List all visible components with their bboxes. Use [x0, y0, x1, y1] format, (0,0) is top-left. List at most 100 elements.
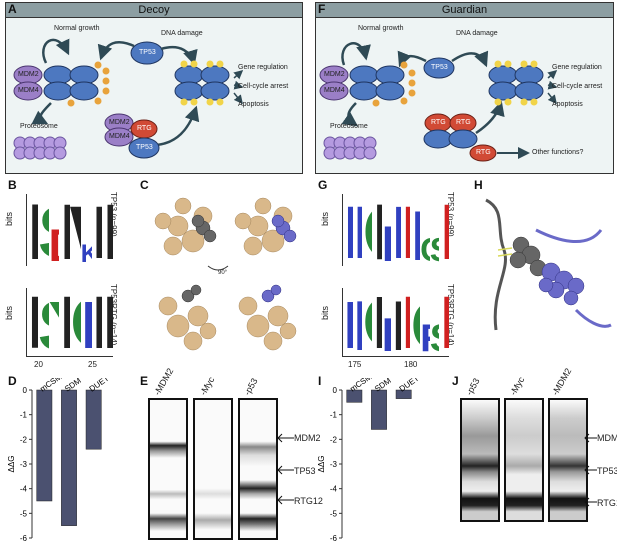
panel-d-letter: D — [8, 374, 17, 388]
logo-letter: C — [362, 198, 372, 266]
y-tick-label: 0 — [333, 386, 338, 395]
label-rtg-1: RTG — [431, 119, 446, 126]
panel-e-letter: E — [140, 374, 149, 388]
panel-f-title: Guardian — [316, 3, 613, 18]
label-mdm4-complex: MDM4 — [109, 133, 130, 140]
g-logo-top: RRCPHHERCSD — [342, 194, 449, 266]
panel-b-letter: B — [8, 178, 17, 192]
e-lane-box-1 — [148, 398, 188, 540]
e-marker-tp53: TP53 — [294, 466, 316, 476]
logo-letter: D — [439, 198, 449, 266]
panel-a-title: Decoy — [6, 3, 302, 18]
label-tp53: TP53 — [139, 49, 156, 56]
logo-letter: L — [59, 198, 70, 266]
panel-f-guardian: Guardian — [315, 2, 614, 174]
label-mdm4-left: MDM4 — [18, 87, 39, 94]
e-marker-arrows — [277, 433, 294, 505]
e-lane-1: -MDM2 — [152, 366, 176, 397]
bar-duet — [85, 389, 102, 450]
logo-letter: C — [420, 237, 430, 266]
logo-letter: R — [410, 205, 420, 266]
label-proteosome: Proteosome — [20, 123, 58, 130]
logo-letter: D — [49, 226, 60, 266]
logo-letter: P — [372, 291, 382, 356]
y-tick-label: -1 — [330, 411, 338, 420]
y-tick-label: -4 — [20, 485, 28, 494]
y-axis-label: ΔΔG — [7, 456, 16, 473]
y-tick-label: -5 — [20, 509, 28, 518]
logo-letter: R — [420, 322, 430, 356]
logo-letter: L — [92, 201, 103, 266]
j-lane-box-2 — [504, 398, 544, 522]
logo-letter: S — [430, 237, 440, 266]
g-ylabel-bottom: bits — [320, 305, 330, 320]
logo-letter: F — [27, 291, 38, 356]
label-cell-cycle-arrest: Cell-cycle arrest — [552, 83, 603, 90]
logo-letter: H — [353, 295, 363, 356]
logo-letter: K — [343, 298, 353, 356]
logo-letter: D — [439, 291, 449, 356]
y-tick-label: -4 — [330, 485, 338, 494]
label-gene-regulation: Gene regulation — [238, 64, 288, 71]
logo-letter: L — [59, 291, 70, 356]
j-lane-box-1 — [460, 398, 500, 522]
logo-letter: L — [102, 291, 113, 356]
logo-letter: L — [391, 295, 401, 356]
y-tick-label: -1 — [20, 411, 28, 420]
panel-b-logos: bits bits TP53 (n=99) TP53RTG (n=14) FSD… — [0, 188, 135, 369]
y-tick-label: -6 — [20, 534, 28, 543]
panel-a-decoy: Decoy — [5, 2, 303, 174]
label-mdm2-complex: MDM2 — [109, 119, 130, 126]
logo-letter: E — [401, 291, 411, 356]
logo-letter: W — [70, 201, 81, 266]
logo-letter: S — [38, 295, 49, 356]
label-tp53-complex: TP53 — [136, 144, 153, 151]
label-gene-regulation: Gene regulation — [552, 64, 602, 71]
j-lane-3: -MDM2 — [550, 366, 574, 397]
b-logo-bottom: FSYLGKLL — [26, 288, 113, 357]
bar-mcsm — [36, 389, 53, 502]
logo-letter: F — [27, 198, 38, 266]
e-lane-3: -p53 — [242, 376, 260, 397]
panel-c-structure: 90° — [148, 186, 308, 366]
e-lane-box-3 — [238, 398, 278, 540]
e-marker-rtg12: RTG12 — [294, 496, 323, 506]
h-structure-image — [485, 198, 612, 331]
logo-letter: Y — [49, 298, 60, 356]
y-tick-label: -3 — [20, 460, 28, 469]
label-mdm4: MDM4 — [324, 87, 345, 94]
y-tick-label: -5 — [330, 509, 338, 518]
b-ylabel-bottom: bits — [4, 305, 14, 320]
logo-letter: P — [372, 198, 382, 266]
g-logo-bottom: KHCPHLECRSD — [342, 288, 449, 357]
label-apoptosis: Apoptosis — [552, 101, 583, 108]
g-ylabel-top: bits — [320, 211, 330, 226]
label-dna-damage: DNA damage — [161, 30, 203, 37]
logo-letter: R — [343, 201, 353, 266]
label-proteosome: Proteosome — [330, 123, 368, 130]
y-axis-label: ΔΔG — [317, 456, 326, 473]
b-xtick-25: 25 — [88, 360, 97, 369]
panel-h-letter: H — [474, 178, 483, 192]
bar-duet — [395, 389, 412, 399]
label-cell-cycle-arrest: Cell-cycle arrest — [238, 83, 289, 90]
y-tick-label: -3 — [330, 460, 338, 469]
label-rtg: RTG — [137, 125, 152, 132]
g-xtick-175: 175 — [348, 360, 362, 369]
logo-letter: L — [92, 291, 103, 356]
b-logo-top: FSDLWKLL — [26, 194, 113, 266]
logo-letter: C — [362, 291, 372, 356]
label-normal-growth: Normal growth — [54, 25, 100, 32]
b-xtick-20: 20 — [34, 360, 43, 369]
logo-letter: H — [382, 223, 392, 266]
panel-f-letter: F — [318, 2, 326, 16]
b-ylabel-top: bits — [4, 211, 14, 226]
j-lane-2: -Myc — [508, 375, 527, 397]
y-tick-label: -2 — [20, 435, 28, 444]
label-mdm2-left: MDM2 — [18, 71, 39, 78]
logo-letter: K — [80, 244, 92, 266]
logo-letter: H — [382, 315, 392, 356]
logo-letter: H — [391, 201, 401, 266]
